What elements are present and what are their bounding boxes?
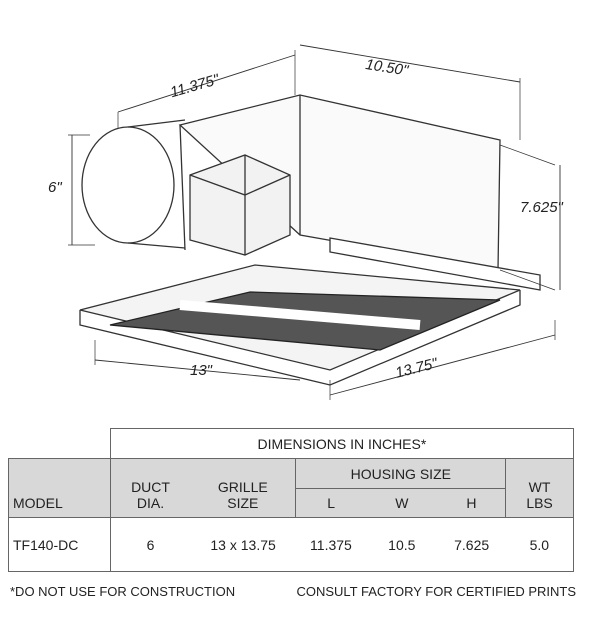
header-housing: HOUSING SIZE xyxy=(295,458,507,489)
cell-w: 10.5 xyxy=(365,517,438,572)
note-construction: *DO NOT USE FOR CONSTRUCTION xyxy=(10,584,236,599)
cell-l: 11.375 xyxy=(295,517,366,572)
table-row: TF140-DC 6 13 x 13.75 11.375 10.5 7.625 … xyxy=(8,517,574,572)
cell-duct: 6 xyxy=(109,517,191,572)
width-dimension: 10.50" xyxy=(364,56,410,80)
cell-grille: 13 x 13.75 xyxy=(190,517,296,572)
header-l: L xyxy=(295,488,366,518)
cell-wt: 5.0 xyxy=(505,517,574,572)
header-model: MODEL xyxy=(8,458,111,518)
note-certified-prints: CONSULT FACTORY FOR CERTIFIED PRINTS xyxy=(296,584,576,599)
cell-model: TF140-DC xyxy=(8,517,111,572)
height-dimension: 7.625" xyxy=(520,199,564,216)
header-h: H xyxy=(437,488,507,518)
footnotes: *DO NOT USE FOR CONSTRUCTION CONSULT FAC… xyxy=(10,584,576,599)
table-title: DIMENSIONS IN INCHES* xyxy=(109,428,575,459)
cell-h: 7.625 xyxy=(437,517,506,572)
fan-dimension-drawing: 11.375" 10.50" 6" 7.625" 13" 13.75" xyxy=(48,44,564,400)
junction-box xyxy=(189,154,291,256)
grille-width-dimension: 13" xyxy=(190,362,213,379)
duct-dimension: 6" xyxy=(48,179,62,196)
header-w: W xyxy=(365,488,438,518)
duct-collar xyxy=(81,126,175,244)
length-dimension: 11.375" xyxy=(168,71,221,101)
grille-length-dimension: 13.75" xyxy=(394,355,440,382)
